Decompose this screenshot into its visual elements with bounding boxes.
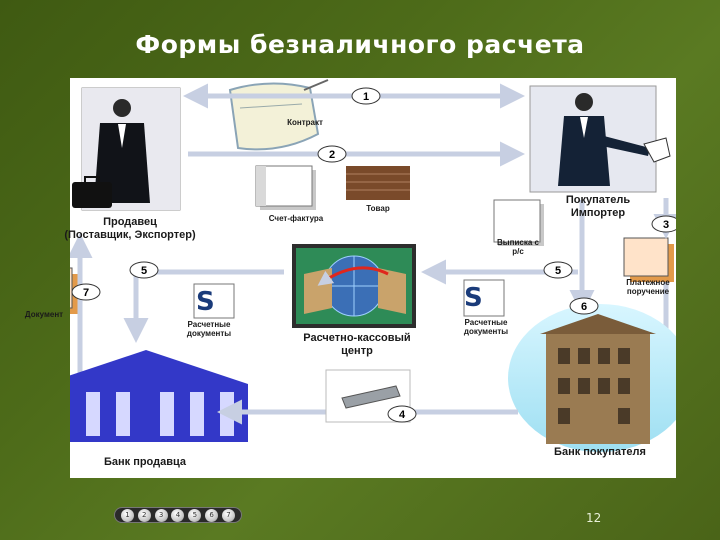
seller-label: Продавец (Поставщик, Экспортер) — [44, 216, 216, 241]
diagram-panel: S S — [70, 78, 676, 478]
nav-button-6[interactable]: 6 — [205, 509, 218, 522]
seller-bank-building — [70, 350, 248, 442]
settlement-docs-right-icon: S — [464, 280, 504, 316]
contract-label: Контракт — [270, 118, 340, 127]
badge-4: 4 — [388, 406, 416, 422]
settlement-docs-left-icon: S — [194, 284, 234, 318]
nav-button-1[interactable]: 1 — [121, 509, 134, 522]
svg-text:2: 2 — [329, 149, 335, 161]
nav-button-7[interactable]: 7 — [222, 509, 235, 522]
nav-button-2[interactable]: 2 — [138, 509, 151, 522]
settlement-center-icon — [292, 244, 416, 328]
svg-text:S: S — [196, 287, 215, 317]
nav-button-3[interactable]: 3 — [155, 509, 168, 522]
svg-text:7: 7 — [83, 287, 89, 299]
badge-6: 6 — [570, 298, 598, 314]
badge-3: 3 — [652, 216, 676, 232]
badge-2: 2 — [318, 146, 346, 162]
settlement-center-label: Расчетно-кассовый центр — [282, 332, 432, 357]
documents-label: Документ — [12, 310, 76, 319]
invoice-label: Счет-фактура — [254, 214, 338, 223]
payment-order-label: Платежное поручение — [618, 278, 678, 296]
nav-button-5[interactable]: 5 — [188, 509, 201, 522]
svg-text:S: S — [464, 283, 483, 313]
svg-text:5: 5 — [141, 265, 147, 277]
statement-label: Выписка с р/с — [490, 238, 546, 256]
seller-figure — [72, 88, 180, 210]
slide-navigation[interactable]: 1 2 3 4 5 6 7 — [114, 507, 242, 523]
slide-title: Формы безналичного расчета — [0, 30, 720, 59]
goods-crate-icon — [346, 166, 410, 200]
badge-7: 7 — [72, 284, 100, 300]
nav-button-4[interactable]: 4 — [171, 509, 184, 522]
buyer-label: Покупатель Импортер — [546, 194, 650, 219]
buyer-figure — [530, 86, 670, 192]
invoice-icon — [256, 166, 316, 210]
svg-text:3: 3 — [663, 219, 669, 231]
settlement-docs-left-label: Расчетные документы — [174, 320, 244, 338]
badge-5-left: 5 — [130, 262, 158, 278]
badge-1: 1 — [352, 88, 380, 104]
settlement-docs-right-label: Расчетные документы — [448, 318, 524, 336]
payment-order-icon — [624, 238, 674, 282]
contract-scroll-icon — [230, 80, 328, 149]
goods-label: Товар — [354, 204, 402, 213]
diagram-canvas: S S — [70, 78, 676, 478]
badge-5-right: 5 — [544, 262, 572, 278]
svg-text:4: 4 — [399, 409, 406, 421]
buyer-bank-label: Банк покупателя — [540, 446, 660, 459]
svg-text:5: 5 — [555, 265, 561, 277]
seller-bank-label: Банк продавца — [70, 456, 220, 469]
svg-text:6: 6 — [581, 301, 587, 313]
svg-text:1: 1 — [363, 91, 369, 103]
buyer-bank-building — [508, 304, 676, 452]
page-number: 12 — [586, 511, 601, 525]
